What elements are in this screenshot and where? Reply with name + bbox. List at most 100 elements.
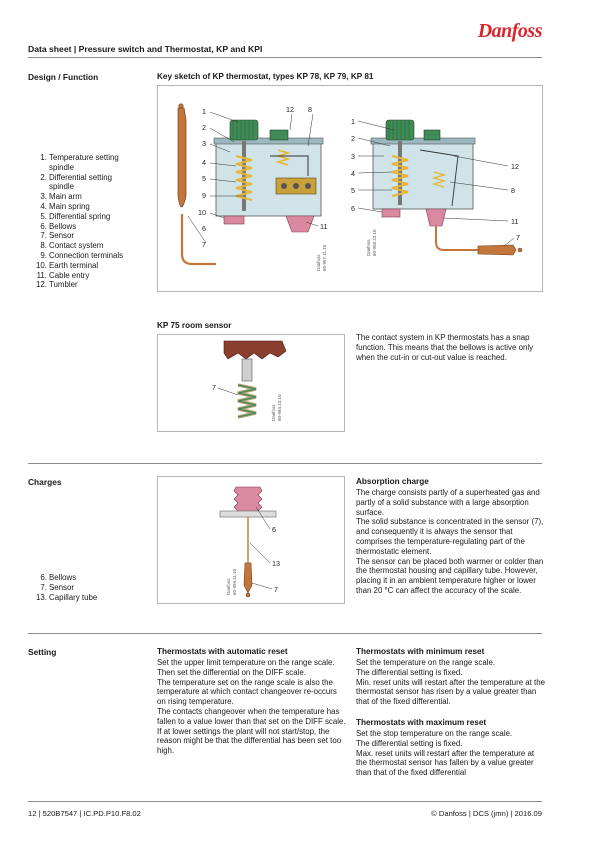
legend-item: 7.Sensor	[37, 231, 123, 241]
footer-rule	[28, 801, 542, 802]
legend-item: spindle	[37, 182, 123, 192]
legend-number: 10.	[36, 260, 47, 270]
svg-text:6: 6	[272, 525, 276, 534]
legend-number: 7.	[40, 231, 47, 241]
kp75-coil	[237, 383, 257, 419]
absorption-title: Absorption charge	[356, 477, 429, 486]
left-knob	[229, 119, 289, 141]
figure-title-key-sketch: Key sketch of KP thermostat, types KP 78…	[157, 72, 374, 81]
legend-text: Tumbler	[49, 280, 78, 290]
legend-text: Capillary tube	[49, 592, 98, 602]
svg-text:3: 3	[351, 152, 355, 161]
legend-item: spindle	[37, 163, 123, 173]
legend-number: 13.	[36, 592, 47, 602]
svg-text:7: 7	[274, 585, 278, 594]
legend-text: Earth terminal	[49, 260, 99, 270]
legend-item: 10.Earth terminal	[36, 260, 123, 271]
setting-rule	[28, 633, 542, 634]
svg-text:6: 6	[202, 224, 206, 233]
legend-item: 3.Main arm	[37, 192, 123, 202]
svg-text:4: 4	[202, 158, 206, 167]
legend-number: 7.	[40, 582, 47, 592]
legend-number: 12.	[36, 280, 47, 290]
svg-text:Danfoss: Danfoss	[271, 404, 276, 421]
right-knob	[385, 119, 441, 141]
legend-item: 7.Sensor	[37, 583, 97, 593]
absorption-text: The charge consists partly of a superhea…	[356, 488, 544, 595]
section-title-design: Design / Function	[28, 72, 99, 82]
svg-text:Danfoss: Danfoss	[226, 578, 231, 595]
legend-item: 4.Main spring	[37, 202, 123, 212]
svg-text:Danfoss: Danfoss	[316, 254, 321, 271]
svg-text:10: 10	[198, 208, 206, 217]
legend-text: Temperature setting	[49, 153, 119, 162]
left-springs	[235, 141, 291, 211]
svg-text:12: 12	[511, 162, 519, 171]
right-sensor	[435, 226, 523, 256]
footer-right: © Danfoss | DCS (jmn) | 2016.09	[431, 809, 542, 818]
svg-text:8: 8	[308, 105, 312, 114]
legend-item: 6.Bellows	[37, 573, 97, 583]
legend-text: Differential setting	[49, 172, 113, 182]
svg-text:Danfoss: Danfoss	[366, 239, 371, 256]
legend-item: 13.Capillary tube	[36, 592, 98, 603]
charges-bellows	[219, 486, 277, 518]
left-bellows	[223, 215, 315, 233]
legend-item: 1.Temperature setting	[37, 153, 123, 163]
charges-callouts: 6 13 7	[272, 525, 280, 594]
left-terminals	[270, 155, 317, 195]
legend-number: 4.	[40, 201, 47, 211]
left-housing	[213, 137, 324, 217]
legend-number: 6.	[40, 573, 47, 582]
svg-text:6: 6	[351, 204, 355, 213]
svg-text:11: 11	[511, 217, 518, 226]
legend-item: 12.Tumbler	[36, 280, 123, 290]
legend-item: 2.Differential setting	[37, 173, 123, 183]
legend-item: 11.Cable entry	[37, 271, 123, 281]
left-figure-code: Danfoss 60-957.11.10	[316, 244, 327, 271]
legend-text: Differential spring	[49, 211, 111, 221]
svg-text:60-964.12.10: 60-964.12.10	[277, 394, 282, 421]
page-header: Data sheet | Pressure switch and Thermos…	[28, 44, 263, 54]
section-title-charges: Charges	[28, 477, 62, 487]
charges-sensor	[243, 562, 253, 598]
legend-number: 3.	[40, 192, 47, 202]
svg-text:7: 7	[202, 240, 206, 249]
svg-text:7: 7	[212, 383, 216, 392]
svg-text:60-958.22.10: 60-958.22.10	[372, 229, 377, 256]
charges-rule	[28, 463, 542, 464]
legend-text: Bellows	[49, 573, 77, 582]
legend-text: Sensor	[49, 582, 75, 592]
svg-text:60-959.11.10: 60-959.11.10	[232, 568, 237, 595]
svg-text:5: 5	[202, 174, 206, 183]
legend-text: spindle	[49, 182, 75, 192]
right-leaders	[357, 120, 515, 247]
section-title-setting: Setting	[28, 647, 57, 657]
legend-text: Contact system	[49, 241, 104, 251]
legend-number: 11.	[36, 270, 47, 280]
legend-item: 8.Contact system	[37, 241, 123, 251]
legend-text: Sensor	[49, 231, 75, 241]
kp75-figure: 7 Danfoss 60-964.12.10	[157, 334, 345, 432]
svg-text:1: 1	[351, 117, 355, 126]
auto-reset-text: Set the upper limit temperature on the r…	[157, 658, 346, 756]
legend-text: Main spring	[49, 201, 90, 211]
header-rule	[28, 57, 542, 58]
max-reset-text: Set the stop temperature on the range sc…	[356, 729, 535, 778]
svg-text:1: 1	[202, 107, 206, 116]
legend-number: 5.	[40, 211, 47, 221]
right-springs	[391, 141, 459, 207]
legend-text: Cable entry	[49, 270, 90, 280]
left-leaders	[187, 111, 319, 244]
svg-text:13: 13	[272, 559, 280, 568]
legend-item: 6.Bellows	[37, 222, 123, 232]
charges-drawing: 6 13 7 Danfoss 60-959.11.10	[219, 486, 280, 598]
charges-figure: 6 13 7 Danfoss 60-959.11.10	[157, 476, 345, 604]
kp75-description: The contact system in KP thermostats has…	[356, 333, 534, 362]
legend-number: 1.	[40, 153, 47, 162]
